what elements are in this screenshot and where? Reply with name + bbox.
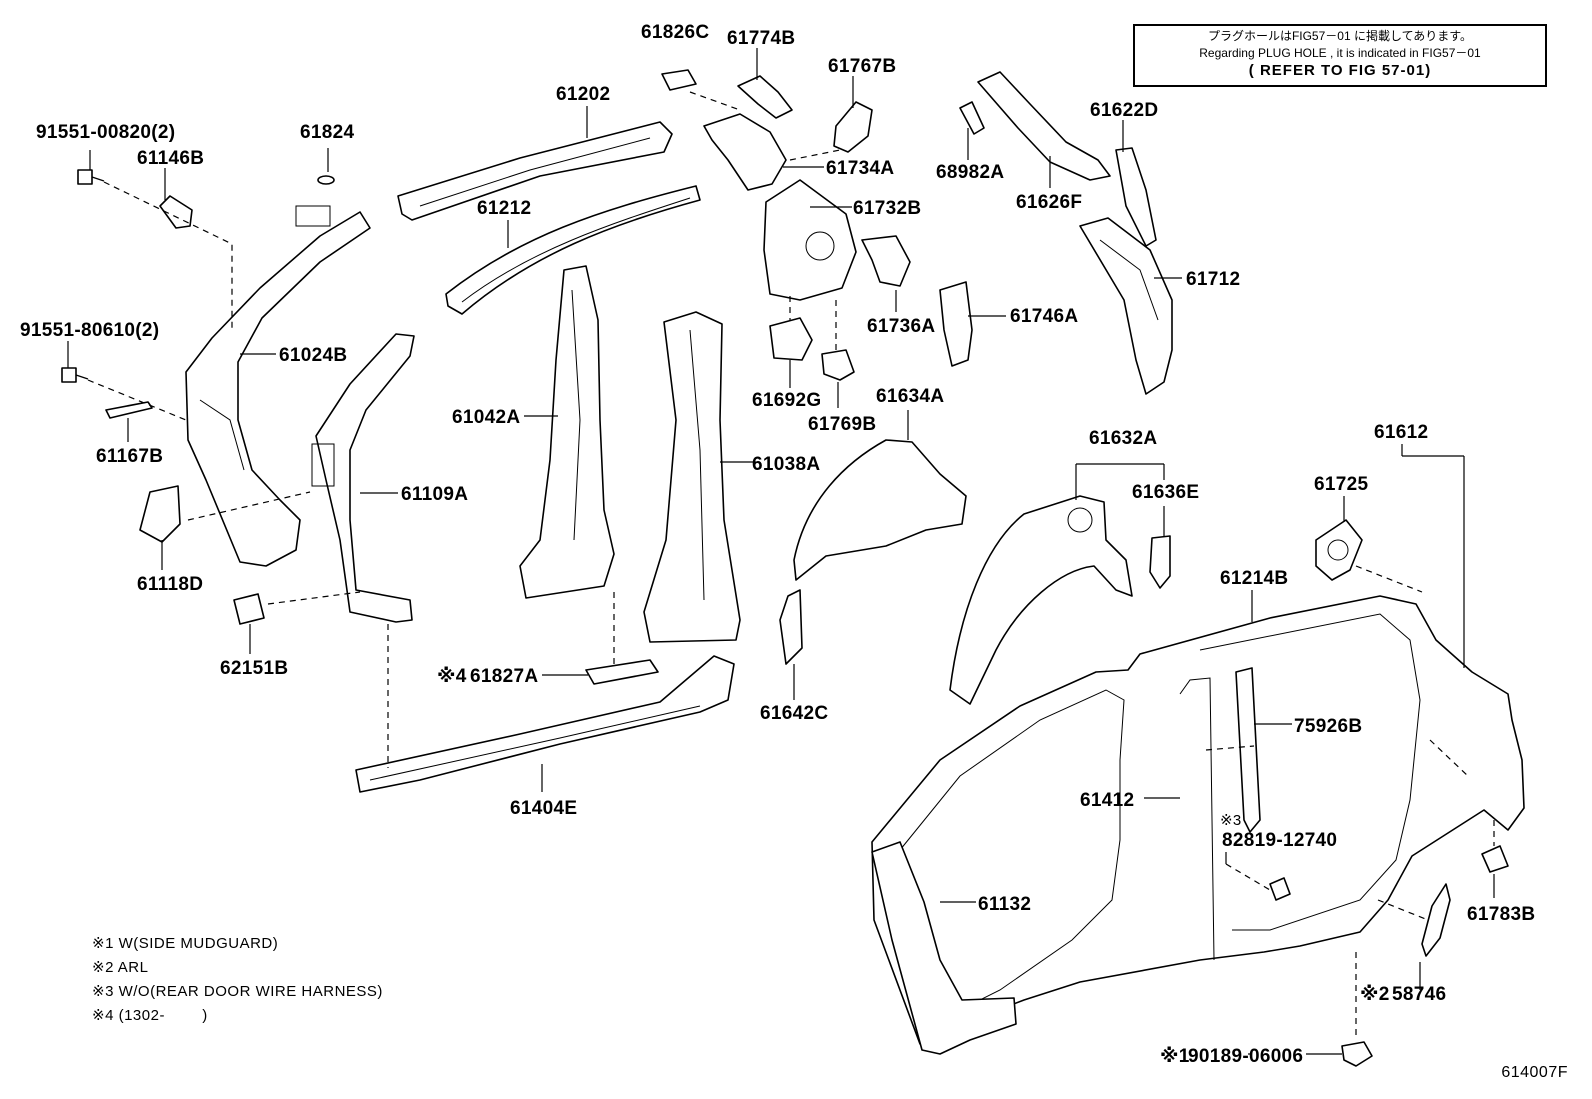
part-61746a-shape[interactable] — [939, 281, 973, 367]
part-61412-side-outer-shape[interactable] — [871, 595, 1525, 1047]
label-68982a[interactable]: 68982A — [936, 162, 1004, 183]
label-61167b[interactable]: 61167B — [96, 446, 163, 467]
part-61692g-shape[interactable] — [769, 317, 813, 361]
label-61769b[interactable]: 61769B — [808, 414, 876, 435]
part-61827a-shape[interactable] — [585, 659, 659, 685]
part-61824-shape[interactable] — [317, 175, 335, 185]
bolt-91551-00820-icon[interactable] — [77, 169, 105, 185]
label-61212[interactable]: 61212 — [477, 198, 531, 219]
footnote-2: ※2 ARL — [92, 959, 149, 976]
label-61412[interactable]: 61412 — [1080, 790, 1134, 811]
label-61024b[interactable]: 61024B — [279, 345, 347, 366]
label-61038a[interactable]: 61038A — [752, 454, 820, 475]
label-61146b[interactable]: 61146B — [137, 148, 204, 169]
part-61725-shape[interactable] — [1315, 519, 1363, 581]
label-61736a[interactable]: 61736A — [867, 316, 935, 337]
label-61132[interactable]: 61132 — [978, 894, 1031, 915]
part-61404e-shape[interactable] — [355, 655, 735, 793]
label-82819-note-mark: ※3 — [1220, 812, 1242, 829]
part-61734a-shape[interactable] — [703, 113, 787, 191]
label-91551-80610[interactable]: 91551-80610(2) — [20, 320, 159, 341]
label-61042a[interactable]: 61042A — [452, 407, 520, 428]
part-61109a-shape[interactable] — [315, 333, 415, 623]
part-61736a-shape[interactable] — [861, 235, 911, 287]
label-61824[interactable]: 61824 — [300, 122, 354, 143]
part-61024b-shape[interactable] — [185, 211, 371, 567]
part-61212-shape[interactable] — [445, 185, 701, 315]
label-61612[interactable]: 61612 — [1374, 422, 1428, 443]
refer-notice-box: プラグホールはFIG57－01 に掲載してあります。 Regarding PLU… — [1133, 24, 1547, 87]
bolt-91551-80610-icon[interactable] — [61, 367, 89, 383]
part-61634a-shape[interactable] — [793, 439, 967, 581]
label-61118d[interactable]: 61118D — [137, 574, 203, 595]
label-61774b[interactable]: 61774B — [727, 28, 795, 49]
part-61826c-shape[interactable] — [661, 69, 697, 91]
part-61118d-shape[interactable] — [139, 485, 181, 543]
notice-en-line: Regarding PLUG HOLE , it is indicated in… — [1199, 46, 1481, 60]
label-58746[interactable]: 58746 — [1392, 984, 1446, 1005]
label-61634a[interactable]: 61634A — [876, 386, 944, 407]
label-61642c[interactable]: 61642C — [760, 703, 828, 724]
part-58746-shape[interactable] — [1421, 883, 1451, 957]
part-61042a-shape[interactable] — [519, 265, 615, 599]
notice-refer-link[interactable]: ( REFER TO FIG 57-01) — [1248, 62, 1432, 79]
label-61632a[interactable]: 61632A — [1089, 428, 1157, 449]
part-61132-shape[interactable] — [871, 841, 1017, 1055]
part-61146b-shape[interactable] — [159, 195, 193, 229]
part-61774b-shape[interactable] — [737, 75, 793, 119]
label-61732b[interactable]: 61732B — [853, 198, 921, 219]
part-61769b-shape[interactable] — [821, 349, 855, 381]
label-61626f[interactable]: 61626F — [1016, 192, 1082, 213]
part-61622d-shape[interactable] — [1115, 147, 1157, 247]
part-61642c-shape[interactable] — [779, 589, 803, 665]
label-61767b[interactable]: 61767B — [828, 56, 896, 77]
part-61167b-shape[interactable] — [105, 401, 153, 419]
figure-number: 614007F — [1501, 1064, 1568, 1081]
label-58746-note-mark: ※2 — [1360, 984, 1390, 1005]
label-91551-00820[interactable]: 91551-00820(2) — [36, 122, 175, 143]
label-61692g[interactable]: 61692G — [752, 390, 821, 411]
footnote-4: ※4 (1302- ) — [92, 1007, 208, 1024]
footnote-list: ※1 W(SIDE MUDGUARD) ※2 ARL ※3 W/O(REAR D… — [92, 932, 383, 1028]
part-61783b-shape[interactable] — [1481, 845, 1509, 873]
label-61622d[interactable]: 61622D — [1090, 100, 1158, 121]
footnote-1: ※1 W(SIDE MUDGUARD) — [92, 935, 279, 952]
label-61712[interactable]: 61712 — [1186, 269, 1240, 290]
part-75926b-shape[interactable] — [1235, 667, 1261, 833]
part-62151b-shape[interactable] — [233, 593, 265, 625]
part-90189-06006-shape[interactable] — [1341, 1041, 1373, 1067]
label-82819-12740[interactable]: 82819-12740 — [1222, 830, 1337, 851]
part-61732b-shape[interactable] — [763, 179, 857, 301]
part-82819-12740-shape[interactable] — [1269, 877, 1291, 901]
footnote-3: ※3 W/O(REAR DOOR WIRE HARNESS) — [92, 983, 383, 1000]
label-61725[interactable]: 61725 — [1314, 474, 1368, 495]
label-75926b[interactable]: 75926B — [1294, 716, 1362, 737]
label-61827a-note-mark: ※4 — [437, 666, 467, 687]
label-61827a[interactable]: 61827A — [470, 666, 538, 687]
label-61214b[interactable]: 61214B — [1220, 568, 1288, 589]
label-61746a[interactable]: 61746A — [1010, 306, 1078, 327]
label-61783b[interactable]: 61783B — [1467, 904, 1535, 925]
part-61038a-shape[interactable] — [643, 311, 741, 643]
part-61712-shape[interactable] — [1079, 217, 1173, 395]
part-61767b-shape[interactable] — [833, 101, 873, 153]
label-61202[interactable]: 61202 — [556, 84, 610, 105]
part-61202-shape[interactable] — [397, 121, 673, 221]
part-61632a-shape[interactable] — [949, 495, 1133, 705]
notice-jp-line: プラグホールはFIG57－01 に掲載してあります。 — [1207, 29, 1473, 43]
part-61636e-shape[interactable] — [1149, 535, 1171, 589]
label-61109a[interactable]: 61109A — [401, 484, 468, 505]
part-68982a-shape[interactable] — [959, 101, 985, 135]
label-61734a[interactable]: 61734A — [826, 158, 894, 179]
label-90189-note-mark: ※1 — [1160, 1046, 1190, 1067]
label-61636e[interactable]: 61636E — [1132, 482, 1199, 503]
label-61826c[interactable]: 61826C — [641, 22, 709, 43]
label-90189-06006[interactable]: 90189-06006 — [1188, 1046, 1303, 1067]
label-61404e[interactable]: 61404E — [510, 798, 577, 819]
label-62151b[interactable]: 62151B — [220, 658, 288, 679]
part-61626f-shape[interactable] — [977, 71, 1111, 181]
